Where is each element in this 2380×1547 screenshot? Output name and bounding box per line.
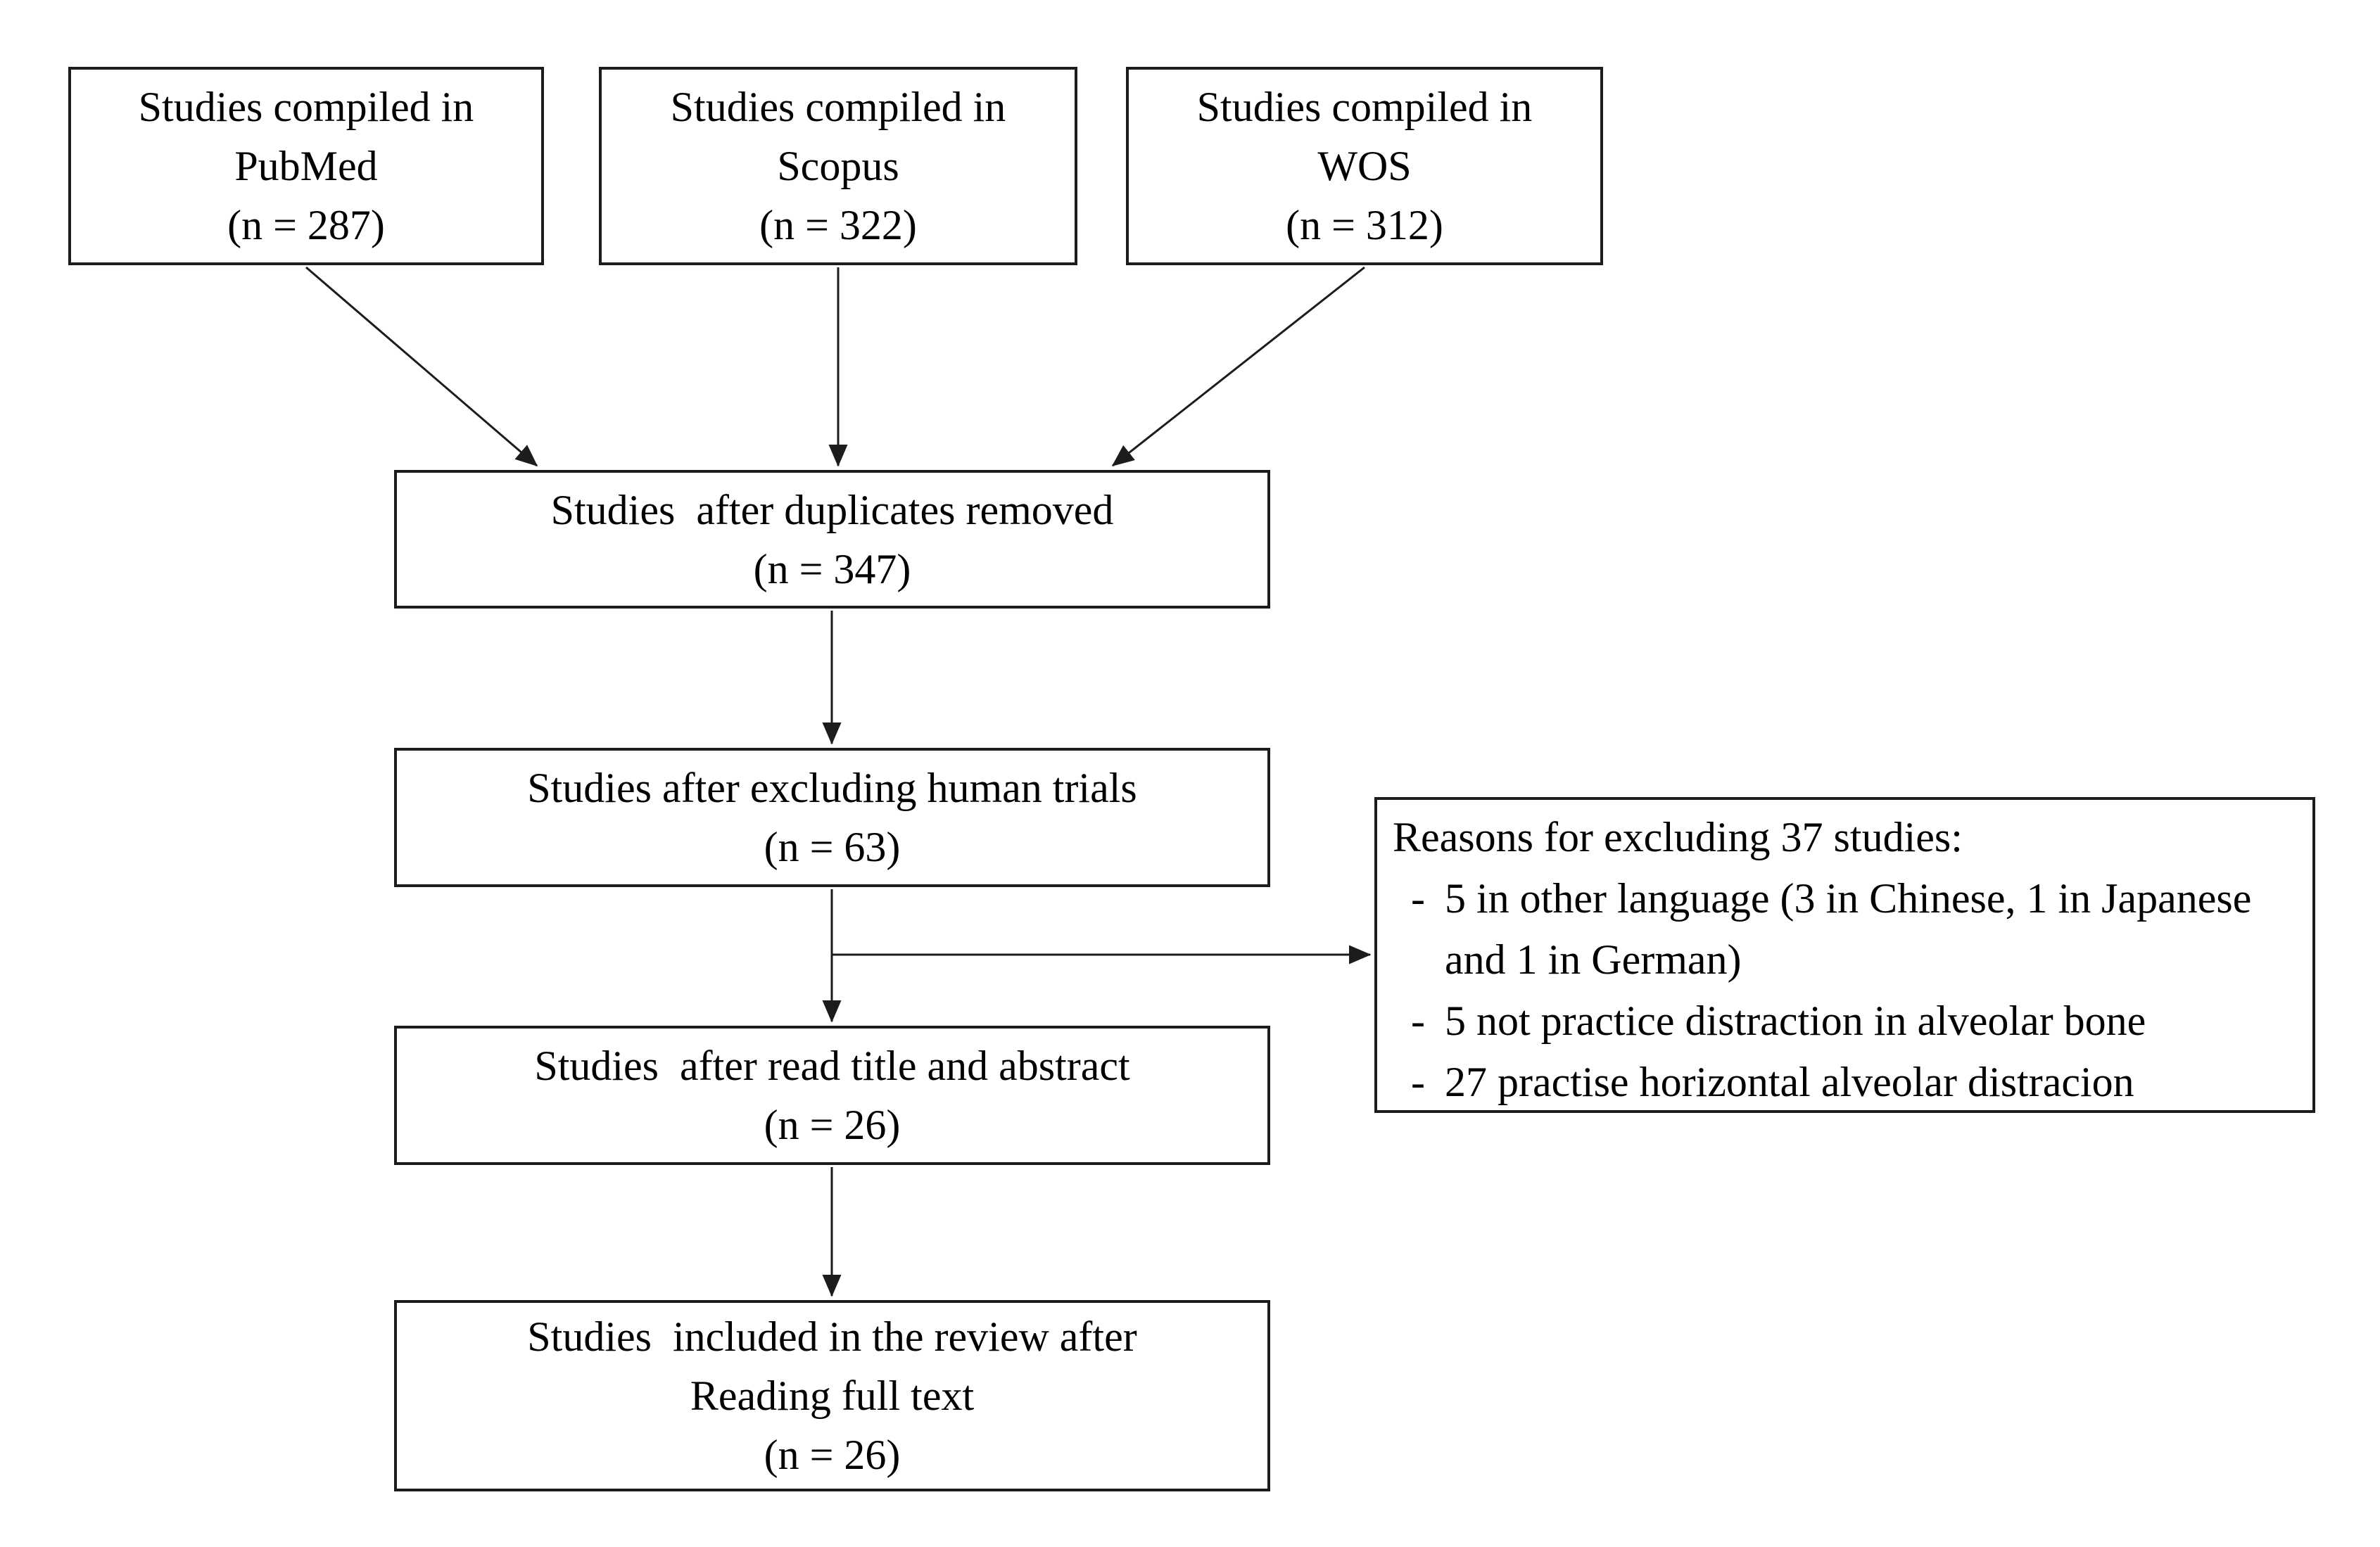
box-text-line: (n = 63) [764,824,901,870]
exclusion-reason-item: - 27 practise horizontal alveolar distra… [1390,1052,2298,1113]
box-studies-scopus: Studies compiled in Scopus (n = 322) [599,67,1077,265]
box-duplicates-removed: Studies after duplicates removed (n = 34… [394,470,1270,609]
exclusion-reason-text: 5 not practice distraction in alveolar b… [1445,998,2146,1044]
box-text-line: Studies included in the review after [527,1313,1137,1360]
box-text-line: Studies compiled in [138,84,474,130]
box-text-line: Studies compiled in [1196,84,1533,130]
arrow-pubmed-to-duplicates [305,266,538,467]
box-text-line: (n = 312) [1286,202,1443,248]
bullet-dash: - [1411,998,1425,1044]
box-text-line: (n = 26) [764,1102,901,1148]
box-included-full-text: Studies included in the review after Rea… [394,1300,1270,1491]
box-text-line: Studies after read title and abstract [534,1043,1130,1089]
box-text-line: WOS [1317,143,1412,189]
box-text-line: Reading full text [690,1373,975,1419]
box-studies-pubmed: Studies compiled in PubMed (n = 287) [68,67,544,265]
exclusion-reason-text: 27 practise horizontal alveolar distraci… [1445,1059,2134,1105]
box-title-and-abstract: Studies after read title and abstract (n… [394,1026,1270,1165]
exclusion-reason-item: - 5 not practice distraction in alveolar… [1390,991,2298,1052]
arrow-wos-to-duplicates [1111,266,1365,467]
box-text-line: Studies compiled in [670,84,1006,130]
exclusion-reasons-title: Reasons for excluding 37 studies: [1393,814,1963,860]
exclusion-reason-item: - 5 in other language (3 in Chinese, 1 i… [1390,868,2298,991]
box-text-line: PubMed [234,143,378,189]
box-text-line: Studies after duplicates removed [550,486,1114,533]
box-excluding-human-trials: Studies after excluding human trials (n … [394,748,1270,887]
box-text-line: Studies after excluding human trials [527,765,1137,811]
box-text-line: (n = 347) [753,545,911,592]
box-text-line: (n = 287) [227,202,385,248]
bullet-dash: - [1411,875,1425,922]
box-text-line: Scopus [777,143,899,189]
box-studies-wos: Studies compiled in WOS (n = 312) [1126,67,1603,265]
exclusion-reason-text: 5 in other language (3 in Chinese, 1 in … [1445,875,2262,983]
box-text-line: (n = 322) [759,202,917,248]
bullet-dash: - [1411,1059,1425,1105]
box-text-line: (n = 26) [764,1432,901,1478]
box-exclusion-reasons: Reasons for excluding 37 studies: - 5 in… [1374,797,2315,1113]
